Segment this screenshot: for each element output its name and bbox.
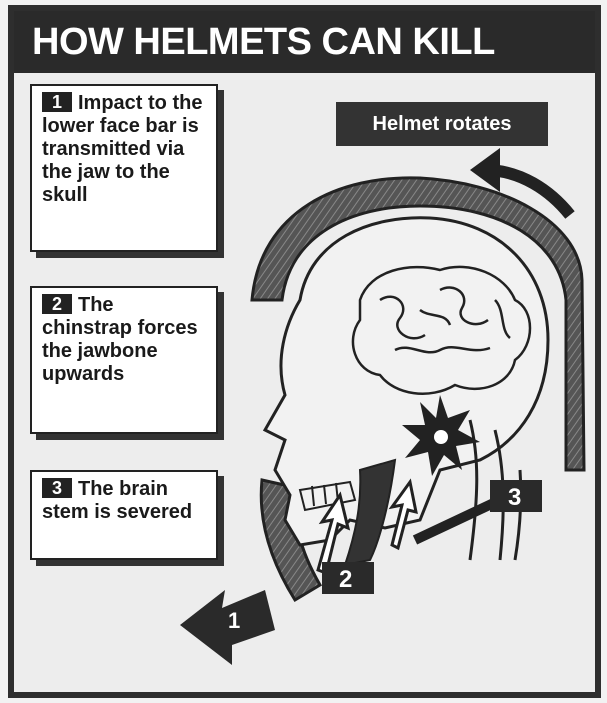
callout-3-number: 3 bbox=[42, 478, 72, 498]
chinstrap-line bbox=[415, 500, 500, 540]
callout-2: 2The chinstrap forces the jawbone upward… bbox=[30, 286, 218, 434]
callout-2-number: 2 bbox=[42, 294, 72, 314]
svg-text:3: 3 bbox=[508, 484, 521, 511]
marker-2: 2 bbox=[322, 562, 374, 594]
svg-text:2: 2 bbox=[339, 566, 352, 593]
callout-1: 1Impact to the lower face bar is transmi… bbox=[30, 84, 218, 252]
impact-arrow-1: 1 bbox=[180, 590, 275, 665]
impact-arrow-1-number: 1 bbox=[228, 608, 240, 633]
callout-1-number: 1 bbox=[42, 92, 72, 112]
marker-3: 3 bbox=[490, 480, 542, 512]
helmet-rotates-label: Helmet rotates bbox=[336, 102, 548, 146]
callout-3: 3The brain stem is severed bbox=[30, 470, 218, 560]
